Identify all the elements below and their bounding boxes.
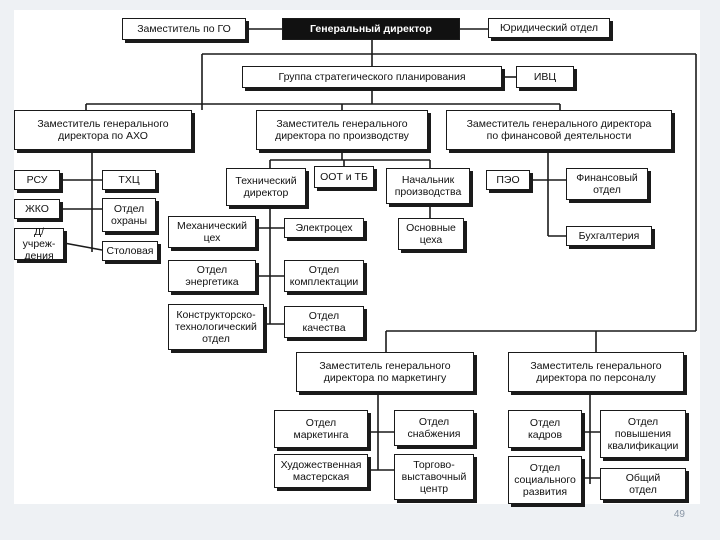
box-production-head: Начальник производства: [386, 168, 470, 204]
box-deputy-axo: Заместитель генерального директора по АХ…: [14, 110, 192, 150]
box-art-workshop: Художественная мастерская: [274, 454, 368, 488]
box-oot-tb: ООТ и ТБ: [314, 166, 374, 188]
box-finance-dept: Финансовый отдел: [566, 168, 648, 200]
box-supply-dept: Отдел снабжения: [394, 410, 474, 446]
box-general-dept: Общий отдел: [600, 468, 686, 500]
box-quality-dept: Отдел качества: [284, 306, 364, 338]
box-strategic-planning: Группа стратегического планирования: [242, 66, 502, 88]
box-deputy-go: Заместитель по ГО: [122, 18, 246, 40]
box-ivc: ИВЦ: [516, 66, 574, 88]
box-deputy-finance: Заместитель генерального директора по фи…: [446, 110, 672, 150]
box-security-dept: Отдел охраны: [102, 198, 156, 232]
box-social-dept: Отдел социального развития: [508, 456, 582, 504]
box-preschool: Д/учреж- дения: [14, 226, 64, 262]
box-accounting: Бухгалтерия: [566, 226, 652, 246]
box-deputy-production: Заместитель генерального директора по пр…: [256, 110, 428, 150]
box-thc: ТХЦ: [102, 170, 156, 190]
box-mechanical-shop: Механический цех: [168, 216, 256, 248]
box-design-dept: Конструкторско- технологический отдел: [168, 304, 264, 350]
box-exhibition-center: Торгово- выставочный центр: [394, 454, 474, 500]
box-energy-dept: Отдел энергетика: [168, 260, 256, 292]
box-main-shops: Основные цеха: [398, 218, 464, 250]
box-peo: ПЭО: [486, 170, 530, 190]
box-general-director: Генеральный директор: [282, 18, 460, 40]
box-tech-director: Технический директор: [226, 168, 306, 206]
box-marketing-dept: Отдел маркетинга: [274, 410, 368, 448]
box-qualification-dept: Отдел повышения квалификации: [600, 410, 686, 458]
page-number: 49: [673, 509, 685, 520]
box-deputy-personnel: Заместитель генерального директора по пе…: [508, 352, 684, 392]
box-rsu: РСУ: [14, 170, 60, 190]
box-legal-dept: Юридический отдел: [488, 18, 610, 38]
box-electro-shop: Электроцех: [284, 218, 364, 238]
box-components-dept: Отдел комплектации: [284, 260, 364, 292]
box-zhko: ЖКО: [14, 199, 60, 219]
box-canteen: Столовая: [102, 241, 158, 261]
box-hr-dept: Отдел кадров: [508, 410, 582, 448]
box-deputy-marketing: Заместитель генерального директора по ма…: [296, 352, 474, 392]
